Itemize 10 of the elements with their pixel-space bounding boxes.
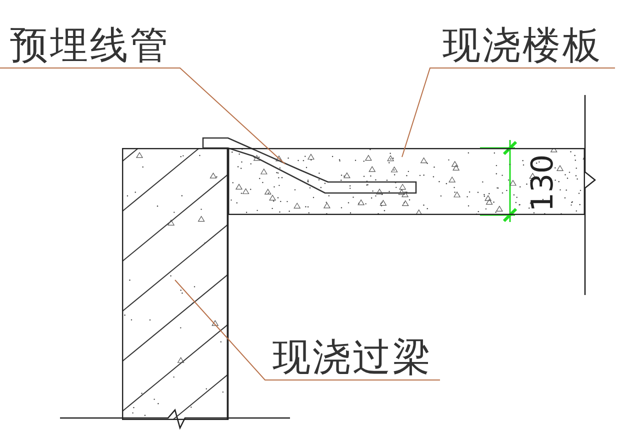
concrete-slab [228, 148, 585, 215]
leader-line [174, 280, 440, 380]
callout-label: 预埋线管 [10, 26, 170, 64]
dimension-text: 130 [528, 154, 559, 212]
leader-line [402, 68, 616, 158]
leader-line [0, 68, 286, 164]
callout-label: 现浇楼板 [442, 26, 602, 64]
embedded-conduit [202, 136, 418, 196]
concrete-beam [122, 148, 228, 420]
callout-label: 现浇过梁 [272, 338, 432, 376]
